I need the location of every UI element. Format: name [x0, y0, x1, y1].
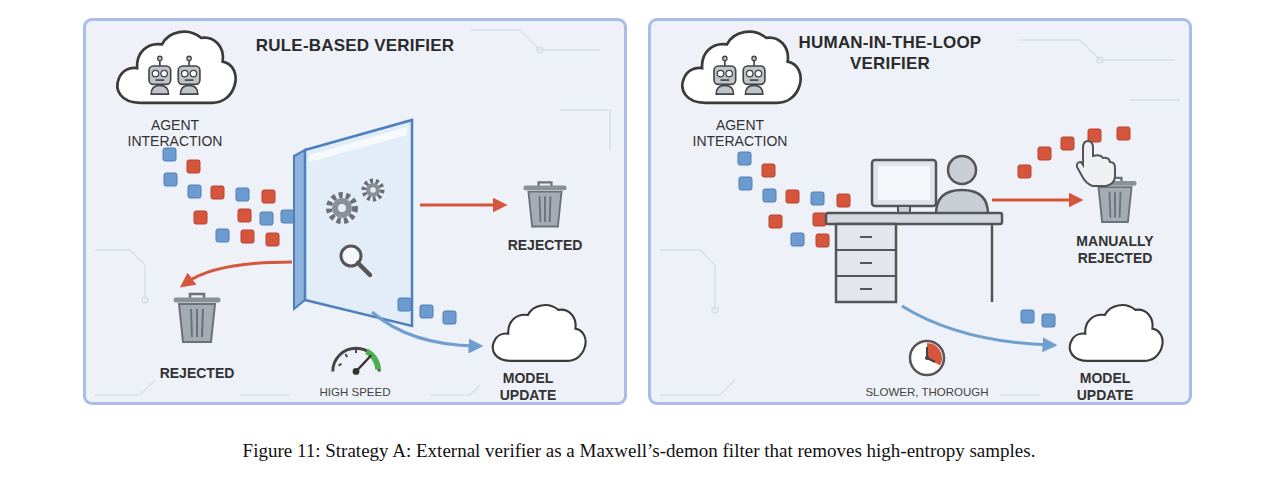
- node-label: MODEL UPDATE: [488, 370, 568, 404]
- circuit-traces: [95, 30, 1180, 395]
- reject-bin: REJECTED: [500, 178, 590, 256]
- node-label: SLOWER, THOROUGH: [852, 386, 1002, 399]
- node-label: REJECTED: [152, 365, 242, 382]
- cloud-icon: [486, 298, 590, 366]
- flow-arrows: [186, 205, 500, 346]
- reject-bin: REJECTED: [152, 288, 242, 383]
- model-cloud: MODEL UPDATE: [478, 298, 593, 398]
- cloud-icon: [110, 22, 240, 110]
- speed-gauge: HIGH SPEED: [300, 336, 410, 400]
- accepted-samples: [398, 298, 456, 324]
- verifier-panel: RULE-BASED VERIFIERAGENT INTERACTIONREJE…: [83, 18, 627, 405]
- clock-icon: [907, 338, 947, 378]
- verifier-panel: HUMAN-IN-THE-LOOP VERIFIER AGENT INTERACT…: [648, 18, 1192, 405]
- panel-title: HUMAN-IN-THE-LOOP VERIFIER: [770, 32, 1010, 74]
- human-desk: [826, 156, 1002, 302]
- node-label: MODEL UPDATE: [1065, 370, 1145, 404]
- figure-caption: Figure 11: Strategy A: External verifier…: [0, 439, 1278, 463]
- node-label: AGENT INTERACTION: [687, 117, 793, 149]
- reject-bin: MANUALLY REJECTED: [1065, 172, 1165, 267]
- flow-arrows: [902, 200, 1076, 345]
- gauge-icon: [327, 336, 385, 376]
- trash-icon: [172, 290, 222, 345]
- time-clock: SLOWER, THOROUGH: [852, 336, 1002, 400]
- accepted-samples: [1021, 310, 1055, 327]
- model-cloud: MODEL UPDATE: [1055, 298, 1170, 398]
- sample-stream: [163, 148, 294, 246]
- sample-stream: [738, 152, 850, 247]
- trash-icon: [1092, 172, 1138, 227]
- cloud-icon: [675, 22, 805, 110]
- agent-cloud: AGENT INTERACTION: [110, 22, 240, 152]
- node-label: AGENT INTERACTION: [122, 117, 228, 149]
- agent-cloud: AGENT INTERACTION: [675, 22, 805, 152]
- rejected-samples: [1018, 127, 1130, 178]
- cloud-icon: [1063, 298, 1167, 366]
- node-label: MANUALLY REJECTED: [1065, 233, 1165, 267]
- pointer-hand: [1077, 141, 1115, 186]
- node-label: REJECTED: [500, 237, 590, 254]
- node-label: HIGH SPEED: [300, 386, 410, 399]
- trash-icon: [522, 178, 568, 230]
- verifier-slab: [294, 120, 412, 326]
